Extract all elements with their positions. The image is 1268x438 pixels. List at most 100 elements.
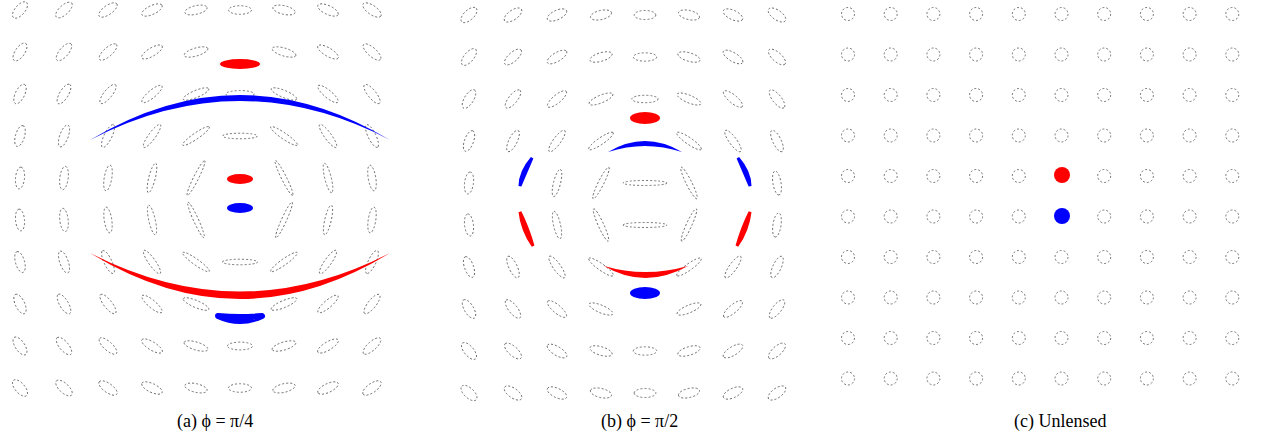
source-circle: [1012, 291, 1025, 304]
source-circle: [1012, 129, 1025, 142]
background-ellipse: [767, 297, 788, 320]
source-circle: [927, 48, 940, 61]
source-circle: [927, 170, 940, 183]
background-ellipse: [316, 1, 340, 18]
background-ellipse: [679, 208, 699, 243]
source-circle: [1140, 170, 1153, 183]
background-ellipse: [97, 82, 118, 106]
background-ellipse: [633, 53, 656, 61]
background-ellipse: [11, 292, 28, 315]
source-circle: [1140, 129, 1153, 142]
panel-caption: (a) ϕ = π/4: [177, 411, 253, 432]
background-ellipse: [10, 377, 30, 399]
background-ellipse: [590, 8, 613, 22]
source-circle: [1012, 8, 1025, 21]
source-circle: [1226, 291, 1239, 304]
background-ellipse: [97, 292, 118, 316]
source-circle: [1055, 372, 1068, 385]
background-ellipse: [145, 163, 159, 194]
source-circle: [1012, 170, 1025, 183]
source-circle: [1012, 372, 1025, 385]
source-circle: [1098, 129, 1111, 142]
source-circle: [1098, 210, 1111, 223]
source-circle: [927, 8, 940, 21]
background-ellipse: [59, 208, 70, 232]
background-ellipse: [545, 384, 568, 401]
background-ellipse: [634, 388, 656, 397]
background-ellipse: [222, 259, 257, 265]
background-ellipse: [55, 292, 74, 316]
source-circle: [1055, 332, 1068, 345]
background-ellipse: [227, 342, 252, 350]
background-ellipse: [321, 163, 335, 194]
source-circle: [1226, 48, 1239, 61]
background-ellipse: [271, 45, 297, 60]
source-circle: [1226, 332, 1239, 345]
background-ellipse: [721, 341, 745, 360]
source-circle: [927, 210, 940, 223]
source-circle: [842, 48, 855, 61]
source-circle: [884, 8, 897, 21]
background-ellipse: [272, 3, 296, 17]
background-ellipse: [140, 293, 165, 315]
source-circle: [1012, 89, 1025, 102]
background-ellipse: [771, 170, 783, 195]
source-circle: [927, 251, 940, 264]
background-ellipse: [97, 378, 120, 398]
source-circle: [1012, 48, 1025, 61]
source-circle: [1140, 8, 1153, 21]
background-ellipse: [10, 41, 29, 63]
background-ellipse: [504, 129, 522, 154]
background-ellipse: [677, 386, 700, 400]
background-ellipse: [56, 124, 72, 149]
background-ellipse: [361, 292, 382, 316]
source-circle: [1226, 89, 1239, 102]
background-ellipse: [97, 335, 120, 357]
source-circle: [927, 291, 940, 304]
background-ellipse: [589, 344, 614, 359]
source-circle: [842, 332, 855, 345]
background-ellipse: [721, 48, 745, 67]
background-ellipse: [463, 171, 475, 194]
background-ellipse: [550, 169, 564, 198]
background-ellipse: [589, 50, 614, 65]
background-ellipse: [766, 5, 788, 25]
background-ellipse: [676, 300, 703, 317]
background-ellipse: [634, 10, 656, 19]
background-ellipse: [675, 130, 703, 152]
background-ellipse: [13, 124, 28, 147]
background-ellipse: [502, 340, 524, 361]
background-ellipse: [184, 381, 208, 395]
source-circle: [970, 48, 983, 61]
source-circle: [1055, 129, 1068, 142]
source-circle: [970, 170, 983, 183]
background-ellipse: [272, 381, 296, 395]
background-ellipse: [458, 383, 479, 404]
lensed-background-a: [10, 0, 384, 399]
background-ellipse: [182, 295, 210, 312]
background-ellipse: [502, 5, 524, 25]
background-ellipse: [366, 165, 378, 192]
source-circle: [1055, 8, 1068, 21]
background-ellipse: [623, 181, 667, 186]
background-ellipse: [460, 298, 479, 321]
source-circle: [1098, 251, 1111, 264]
source-circle: [884, 332, 897, 345]
background-ellipse: [321, 205, 334, 236]
background-ellipse: [97, 41, 120, 63]
background-ellipse: [361, 378, 384, 398]
source-circle: [1140, 48, 1153, 61]
background-ellipse: [361, 82, 382, 106]
source-circle: [970, 251, 983, 264]
source-circle: [1183, 372, 1196, 385]
source-circle: [1140, 210, 1153, 223]
unlensed-grid: [842, 8, 1239, 386]
background-ellipse: [10, 0, 31, 21]
background-ellipse: [316, 336, 341, 355]
source-circle: [1183, 48, 1196, 61]
background-ellipse: [545, 298, 569, 320]
background-ellipse: [546, 128, 567, 154]
background-ellipse: [229, 384, 252, 393]
source-circle: [1098, 291, 1111, 304]
